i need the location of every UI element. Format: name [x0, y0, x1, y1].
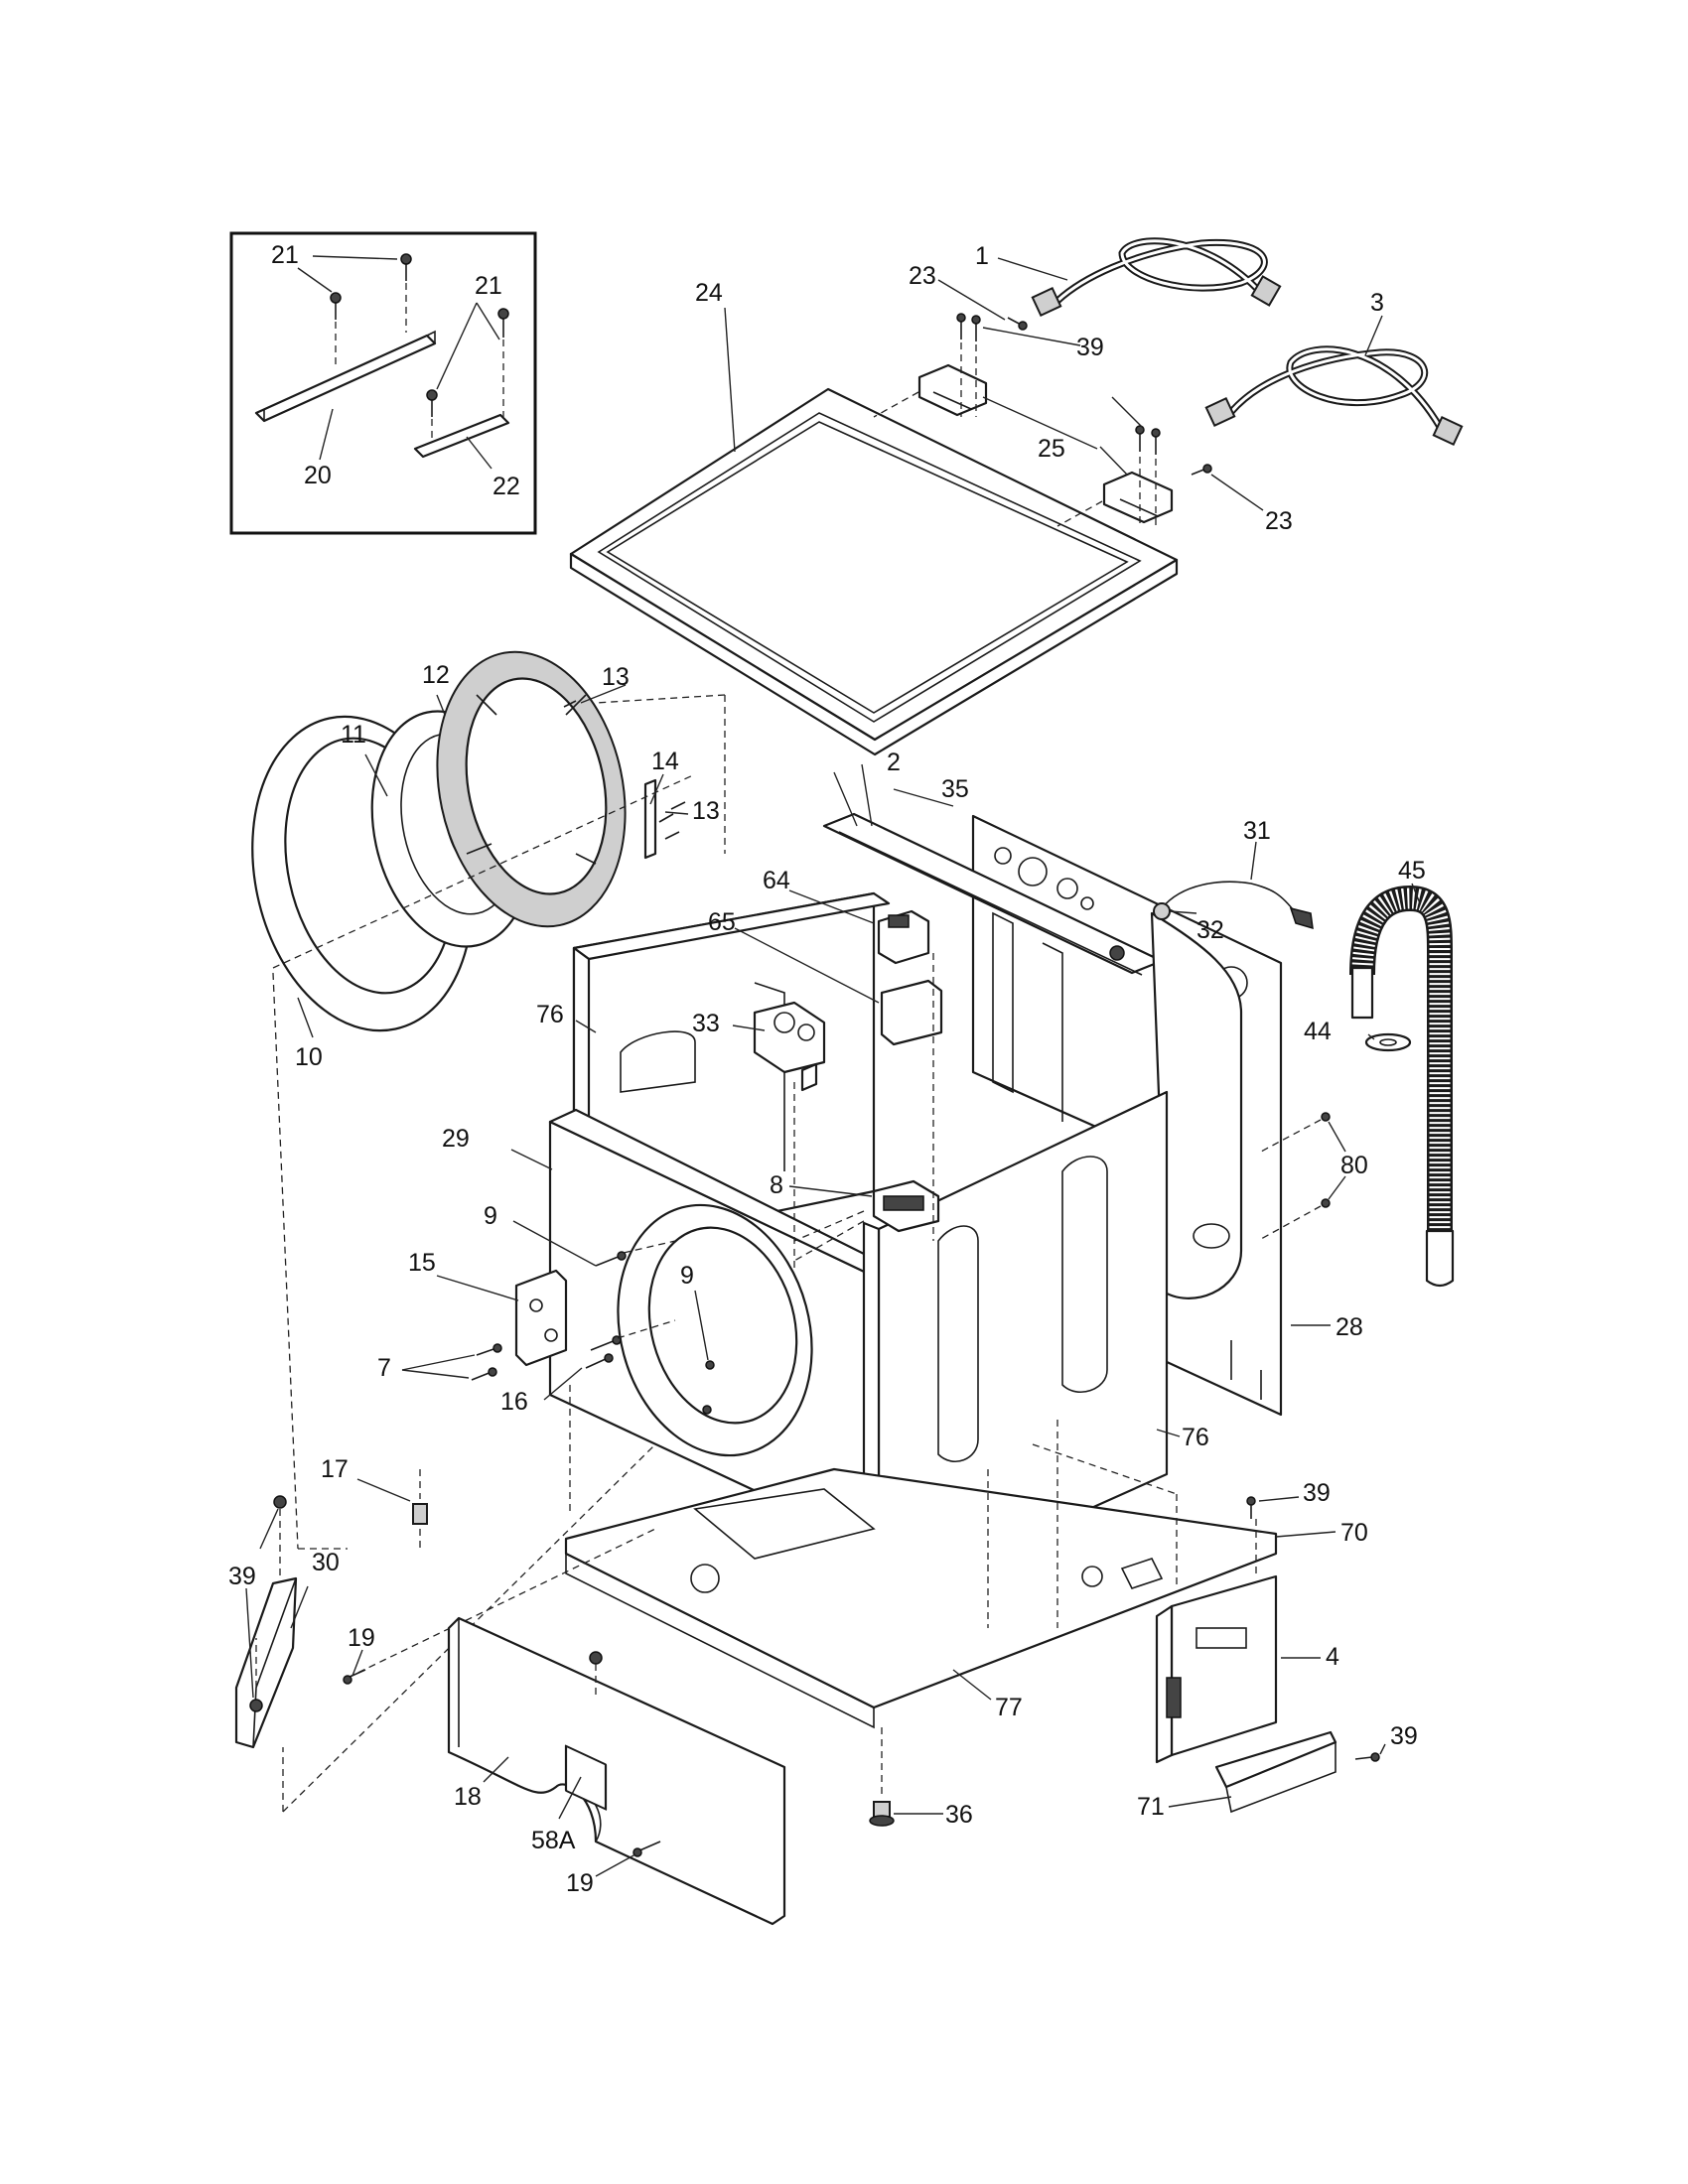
- callout-65: 65: [708, 908, 736, 936]
- foot-36: 36: [869, 1727, 973, 1829]
- callout-1: 1: [975, 242, 989, 270]
- callout-3: 3: [1370, 289, 1384, 317]
- callout-39: 39: [228, 1563, 256, 1590]
- inlet-hoses: 1 3: [975, 237, 1464, 447]
- leveling-leg-17: 17: [321, 1455, 428, 1549]
- hose-brackets: 23 39 25 23: [873, 262, 1293, 535]
- callout-24: 24: [695, 279, 723, 307]
- door-assembly: 12 13 11 14 13 10: [251, 650, 726, 1071]
- callout-12: 12: [422, 661, 450, 689]
- callout-44: 44: [1304, 1018, 1332, 1045]
- callout-9: 9: [484, 1202, 497, 1230]
- callout-7: 7: [377, 1354, 391, 1382]
- callout-30: 30: [312, 1549, 340, 1576]
- callout-9: 9: [680, 1262, 694, 1290]
- callout-64: 64: [763, 867, 790, 894]
- power-cord: 31 32: [1153, 817, 1314, 944]
- kick-panel: 19 18 58A 19: [343, 1616, 786, 1926]
- callout-17: 17: [321, 1455, 349, 1483]
- callout-19: 19: [348, 1624, 375, 1652]
- callout-13: 13: [602, 663, 630, 691]
- callout-11: 11: [341, 721, 366, 749]
- callout-16: 16: [500, 1388, 528, 1416]
- hinge-plate: 9 15 7 16 9: [377, 1202, 715, 1514]
- callout-21: 21: [271, 241, 299, 269]
- drain-hose: 45 44: [1304, 857, 1455, 1288]
- callout-70: 70: [1340, 1519, 1368, 1547]
- callout-19: 19: [566, 1869, 594, 1897]
- callout-80: 80: [1340, 1152, 1368, 1179]
- top-panel: 24: [569, 279, 1179, 756]
- callout-76: 76: [536, 1001, 564, 1028]
- callout-15: 15: [408, 1249, 436, 1277]
- callout-21: 21: [475, 272, 502, 300]
- callout-39: 39: [1076, 334, 1104, 361]
- inset-box: 21 21 20 22: [229, 231, 537, 535]
- callout-23: 23: [1265, 507, 1293, 535]
- callout-20: 20: [304, 462, 332, 489]
- callout-77: 77: [995, 1694, 1023, 1721]
- callout-36: 36: [945, 1801, 973, 1829]
- callout-2: 2: [887, 749, 901, 776]
- callout-29: 29: [442, 1125, 470, 1153]
- callout-23: 23: [909, 262, 936, 290]
- callout-58a: 58A: [531, 1827, 576, 1854]
- internal-components: 64 65 33 8: [692, 867, 943, 1271]
- callout-10: 10: [295, 1043, 323, 1071]
- callout-31: 31: [1243, 817, 1271, 845]
- callout-45: 45: [1398, 857, 1426, 885]
- callout-39: 39: [1390, 1722, 1418, 1750]
- callout-39: 39: [1303, 1479, 1331, 1507]
- callout-25: 25: [1038, 435, 1065, 463]
- callout-18: 18: [454, 1783, 482, 1811]
- callout-32: 32: [1196, 916, 1224, 944]
- callout-14: 14: [651, 748, 679, 775]
- callout-13: 13: [692, 797, 720, 825]
- callout-8: 8: [770, 1171, 783, 1199]
- screws-80: 80: [1260, 1112, 1368, 1240]
- bracket-30: 39 30: [228, 1495, 340, 1749]
- callout-22: 22: [492, 473, 520, 500]
- callout-28: 28: [1336, 1313, 1363, 1341]
- callout-35: 35: [941, 775, 969, 803]
- control-board: 39 4 39 71: [1137, 1479, 1418, 1821]
- cabinet: 2 35 76 29 28 76 70 77: [442, 749, 1368, 1729]
- callout-76: 76: [1182, 1424, 1209, 1451]
- callout-71: 71: [1137, 1793, 1165, 1821]
- dashed-guides: [272, 972, 1178, 1813]
- callout-33: 33: [692, 1010, 720, 1037]
- callout-4: 4: [1326, 1643, 1339, 1671]
